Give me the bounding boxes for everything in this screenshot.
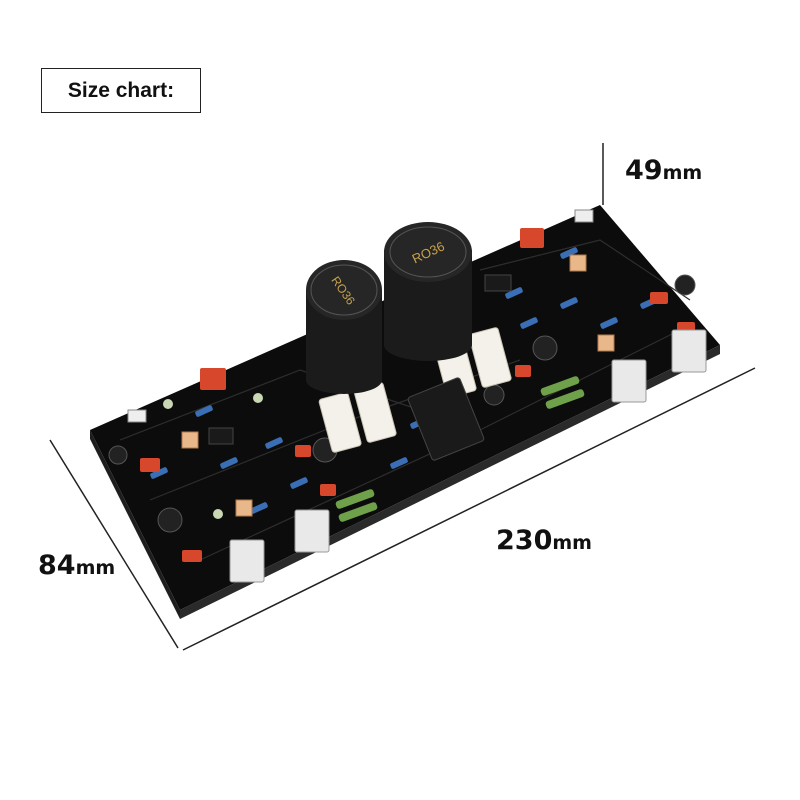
- green-resistors: [335, 376, 585, 522]
- length-dimension-line: [182, 367, 756, 651]
- width-dimension-label: 84mm: [38, 550, 115, 581]
- width-dimension-line: [49, 439, 179, 649]
- capacitor-left: RO36: [306, 260, 382, 394]
- width-value: 84: [38, 550, 76, 581]
- height-dimension-label: 49mm: [625, 155, 702, 186]
- small-components: [108, 228, 696, 562]
- power-transistors: [229, 329, 707, 583]
- connectors: [127, 209, 594, 423]
- height-value: 49: [625, 155, 663, 186]
- relay: [407, 377, 485, 461]
- length-value: 230: [496, 525, 553, 556]
- size-chart-title: Size chart:: [41, 68, 201, 113]
- length-unit: mm: [552, 532, 592, 554]
- height-unit: mm: [662, 162, 703, 184]
- capacitor-right: RO36: [384, 222, 472, 361]
- length-dimension-label: 230mm: [496, 525, 592, 556]
- width-unit: mm: [75, 557, 116, 579]
